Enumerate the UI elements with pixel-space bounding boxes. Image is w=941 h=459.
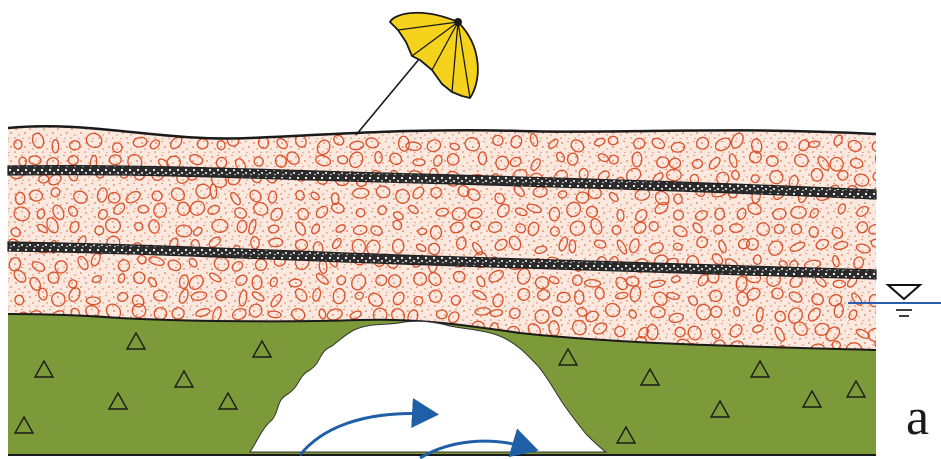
inverted-triangle-icon: [888, 285, 920, 299]
pebble: [876, 207, 886, 218]
umbrella-handle: [356, 58, 420, 135]
pebble: [875, 153, 884, 167]
pebble: [875, 308, 884, 317]
umbrella-tip: [454, 18, 462, 26]
panel-label: a: [906, 392, 929, 444]
umbrella-icon: [356, 13, 478, 135]
pebble: [877, 257, 890, 267]
